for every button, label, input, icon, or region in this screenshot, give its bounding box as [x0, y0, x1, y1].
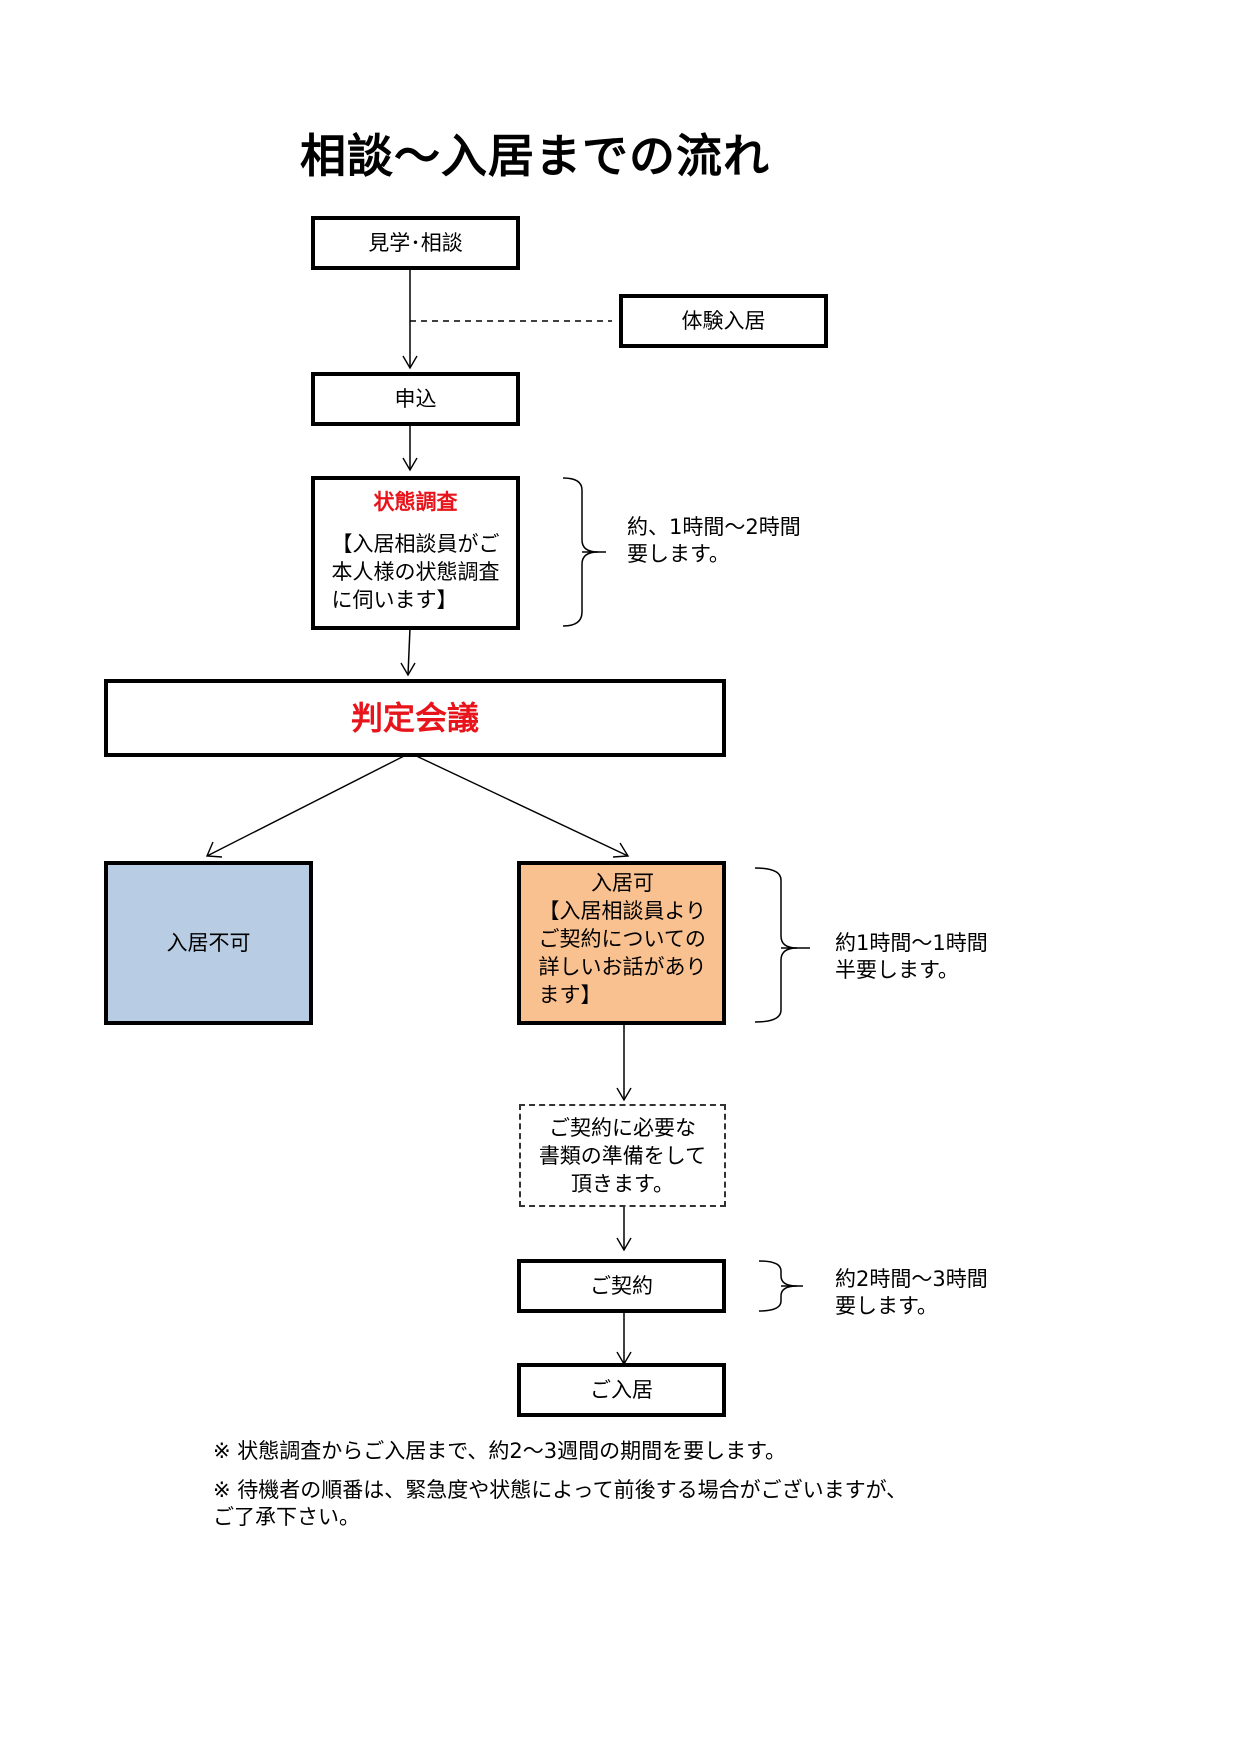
- survey-line-3: に伺います】: [331, 588, 458, 612]
- step-apply-label: 申込: [394, 387, 437, 411]
- arrow-judgment-to-rejected: [206, 752, 411, 857]
- duration-accepted-line-1: 約1時間〜1時間: [835, 931, 988, 955]
- judgment-label: 判定会議: [350, 699, 479, 737]
- duration-survey-line-2: 要します。: [627, 542, 730, 566]
- duration-contract-line-1: 約2時間〜3時間: [835, 1267, 988, 1291]
- arrow-judgment-to-accepted: [409, 752, 629, 857]
- result-accepted: 入居可 【入居相談員より ご契約についての 詳しいお話があり ます】: [517, 861, 726, 1025]
- brace-contract: [758, 1260, 798, 1312]
- step-move-in: ご入居: [517, 1363, 726, 1417]
- accepted-line-4: ます】: [538, 983, 602, 1007]
- duration-survey: 約、1時間〜2時間 要します。: [627, 514, 801, 568]
- accepted-line-1: 【入居相談員より: [538, 899, 707, 923]
- documents-line-2: 書類の準備をして: [538, 1143, 707, 1168]
- duration-accepted: 約1時間〜1時間 半要します。: [835, 930, 988, 984]
- step-visit-consultation: 見学･相談: [311, 216, 520, 270]
- arrow-survey-to-judgment: [407, 627, 411, 676]
- survey-line-2: 本人様の状態調査: [331, 560, 500, 584]
- page-title: 相談〜入居までの流れ: [300, 129, 770, 183]
- step-application: 申込: [311, 372, 520, 426]
- step-status-survey: 状態調査 【入居相談員がご 本人様の状態調査 に伺います】: [311, 476, 520, 630]
- documents-line-1: ご契約に必要な: [549, 1115, 696, 1140]
- result-rejected: 入居不可: [104, 861, 313, 1025]
- duration-contract: 約2時間〜3時間 要します。: [835, 1266, 988, 1320]
- duration-accepted-line-2: 半要します。: [835, 958, 959, 982]
- movein-label: ご入居: [590, 1378, 653, 1402]
- footnote-1: ※ 状態調査からご入居まで、約2〜3週間の期間を要します。: [213, 1439, 787, 1463]
- survey-heading: 状態調査: [373, 490, 458, 514]
- duration-survey-line-1: 約、1時間〜2時間: [627, 515, 801, 539]
- survey-line-1: 【入居相談員がご: [331, 532, 500, 556]
- step-document-preparation: ご契約に必要な 書類の準備をして 頂きます。: [519, 1104, 726, 1207]
- contract-label: ご契約: [590, 1274, 653, 1298]
- step-contract: ご契約: [517, 1259, 726, 1313]
- step-trial-label: 体験入居: [681, 309, 766, 333]
- brace-accepted: [754, 867, 798, 1023]
- footnote-2: ※ 待機者の順番は、緊急度や状態によって前後する場合がございますが、ご了承下さい…: [213, 1478, 908, 1529]
- step-visit-label: 見学･相談: [368, 231, 463, 255]
- documents-line-3: 頂きます。: [571, 1171, 674, 1196]
- step-judgment-meeting: 判定会議: [104, 679, 726, 757]
- duration-contract-line-2: 要します。: [835, 1294, 938, 1318]
- accepted-line-2: ご契約についての: [538, 927, 706, 951]
- brace-survey: [562, 477, 599, 627]
- rejected-label: 入居不可: [166, 931, 251, 955]
- step-trial-stay: 体験入居: [619, 294, 828, 348]
- accepted-heading: 入居可: [591, 871, 654, 895]
- accepted-line-3: 詳しいお話があり: [538, 955, 707, 979]
